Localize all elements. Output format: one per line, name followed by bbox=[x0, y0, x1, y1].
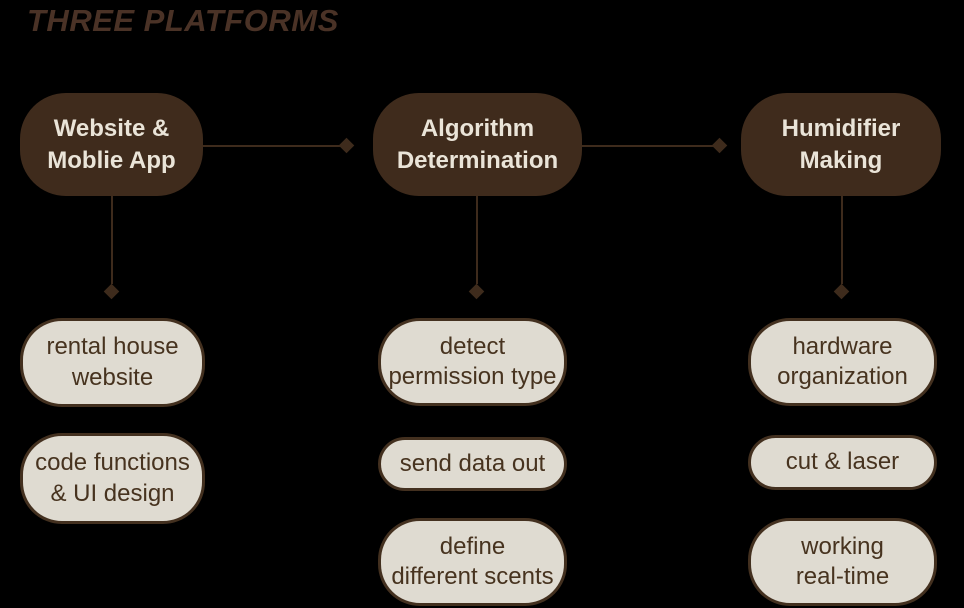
task-box-code-functions-ui-design: code functions & UI design bbox=[20, 433, 205, 524]
connector-line-1-2 bbox=[203, 145, 344, 147]
platform-box-website-mobile-app: Website & Moblie App bbox=[20, 93, 203, 196]
arrow-diamond-icon bbox=[103, 283, 120, 300]
arrow-diamond-icon bbox=[468, 283, 485, 300]
task-box-working-real-time: working real-time bbox=[748, 518, 937, 606]
connector-line-col3 bbox=[841, 196, 843, 284]
task-box-detect-permission-type: detect permission type bbox=[378, 318, 567, 406]
task-box-hardware-organization: hardware organization bbox=[748, 318, 937, 406]
task-box-define-different-scents: define different scents bbox=[378, 518, 567, 606]
task-box-cut-laser: cut & laser bbox=[748, 435, 937, 490]
arrow-diamond-icon bbox=[711, 137, 728, 154]
connector-line-col2 bbox=[476, 196, 478, 284]
connector-line-col1 bbox=[111, 196, 113, 284]
task-box-send-data-out: send data out bbox=[378, 437, 567, 491]
platform-box-algorithm-determination: Algorithm Determination bbox=[373, 93, 582, 196]
arrow-diamond-icon bbox=[833, 283, 850, 300]
platform-box-humidifier-making: Humidifier Making bbox=[741, 93, 941, 196]
connector-line-2-3 bbox=[582, 145, 717, 147]
arrow-diamond-icon bbox=[338, 137, 355, 154]
page-title: THREE PLATFORMS bbox=[27, 3, 339, 38]
task-box-rental-house-website: rental house website bbox=[20, 318, 205, 407]
